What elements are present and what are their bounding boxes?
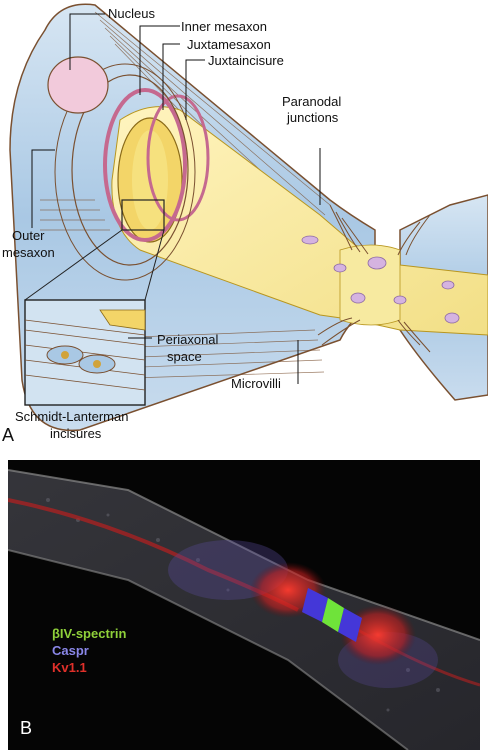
panel-b-letter: B [20, 718, 33, 738]
label-periaxonal-2: space [167, 349, 202, 364]
label-juxtamesaxon: Juxtamesaxon [187, 37, 271, 52]
label-microvilli: Microvilli [231, 376, 281, 391]
label-juxtaincisure: Juxtaincisure [208, 53, 284, 68]
incisure-inset [24, 299, 146, 406]
label-nucleus: Nucleus [108, 6, 155, 21]
fluorescence-micrograph: βIV-spectrin Caspr Kv1.1 B [8, 460, 480, 750]
nucleus [47, 56, 109, 114]
panel-a-letter: A [2, 425, 15, 445]
label-schmidt-2: incisures [50, 426, 102, 441]
label-schmidt-1: Schmidt-Lanterman [15, 409, 129, 424]
zoom-box [121, 199, 165, 231]
legend-caspr: Caspr [52, 643, 89, 658]
label-outer-2: mesaxon [2, 245, 55, 260]
label-paranodal-2: junctions [287, 110, 339, 125]
label-outer-1: Outer [12, 228, 45, 243]
label-periaxonal-1: Periaxonal [157, 332, 219, 347]
legend-kv11: Kv1.1 [52, 660, 87, 675]
legend-beta4-spectrin: βIV-spectrin [52, 626, 127, 641]
label-paranodal-1: Paranodal [282, 94, 342, 109]
inner-mesaxon-rings [54, 63, 210, 281]
axon-organelles [301, 235, 460, 324]
myelinated-fiber-diagram [9, 3, 488, 432]
leader-lines [31, 13, 321, 384]
micrograph-image [8, 469, 480, 750]
label-inner-mesaxon: Inner mesaxon [181, 19, 267, 34]
